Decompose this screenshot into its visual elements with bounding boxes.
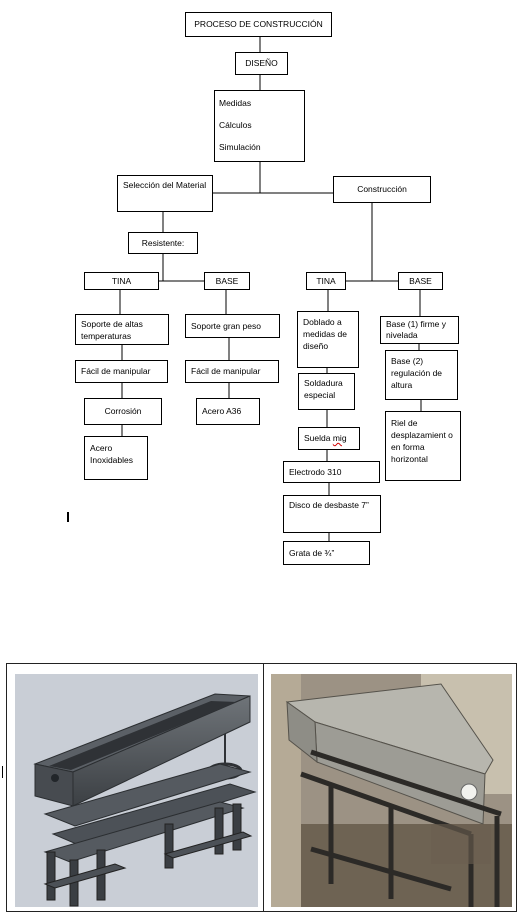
left-base-node: BASE — [204, 272, 250, 290]
built-tank-photo — [271, 674, 512, 907]
photo-drawing — [271, 674, 512, 907]
material-selection-node: Selección del Material — [117, 175, 213, 212]
tina-step-node: Doblado a medidas de diseño — [297, 311, 359, 368]
connector-lines — [119, 37, 422, 541]
design-item: Simulación — [219, 142, 261, 152]
left-tina-node: TINA — [84, 272, 159, 290]
text-cursor-mark — [67, 512, 69, 522]
text-cursor-mark — [2, 766, 3, 778]
right-base-node: BASE — [398, 272, 443, 290]
design-item: Medidas — [219, 98, 252, 108]
base-step-node: Base (1) firme y nivelada — [380, 316, 459, 344]
design-item: Cálculos — [219, 120, 252, 130]
mig-word: mig — [332, 433, 347, 443]
tina-step-node: Suelda mig — [298, 427, 360, 450]
cad-drawing — [33, 693, 257, 907]
tina-prop-node: Corrosión — [84, 398, 162, 425]
base-step-node: Base (2) regulación de altura — [385, 350, 458, 400]
figure-divider — [263, 664, 264, 911]
design-items-node: Medidas Cálculos Simulación — [214, 90, 305, 162]
construction-node: Construcción — [333, 176, 431, 203]
base-prop-node: Acero A36 — [196, 398, 260, 425]
tina-step-node: Soldadura especial — [298, 373, 355, 410]
tina-prop-node: Soporte de altas temperaturas — [75, 314, 169, 345]
tina-step-label: Suelda — [304, 433, 333, 443]
design-node: DISEÑO — [235, 52, 288, 75]
resistant-node: Resistente: — [128, 232, 198, 254]
tina-prop-node: Fácil de manipular — [75, 360, 168, 383]
tina-step-node: Grata de ¾” — [283, 541, 370, 565]
figure-panel — [6, 663, 517, 912]
base-prop-node: Soporte gran peso — [185, 314, 280, 338]
root-node: PROCESO DE CONSTRUCCIÓN — [185, 12, 332, 37]
tina-step-node: Disco de desbaste 7” — [283, 495, 381, 533]
cad-model-image — [15, 674, 258, 907]
tina-prop-node: Acero Inoxidables — [84, 436, 148, 480]
right-tina-node: TINA — [306, 272, 346, 290]
base-prop-node: Fácil de manipular — [185, 360, 279, 383]
base-step-node: Riel de desplazamient o en forma horizon… — [385, 411, 461, 481]
tina-step-node: Electrodo 310 — [283, 461, 380, 483]
